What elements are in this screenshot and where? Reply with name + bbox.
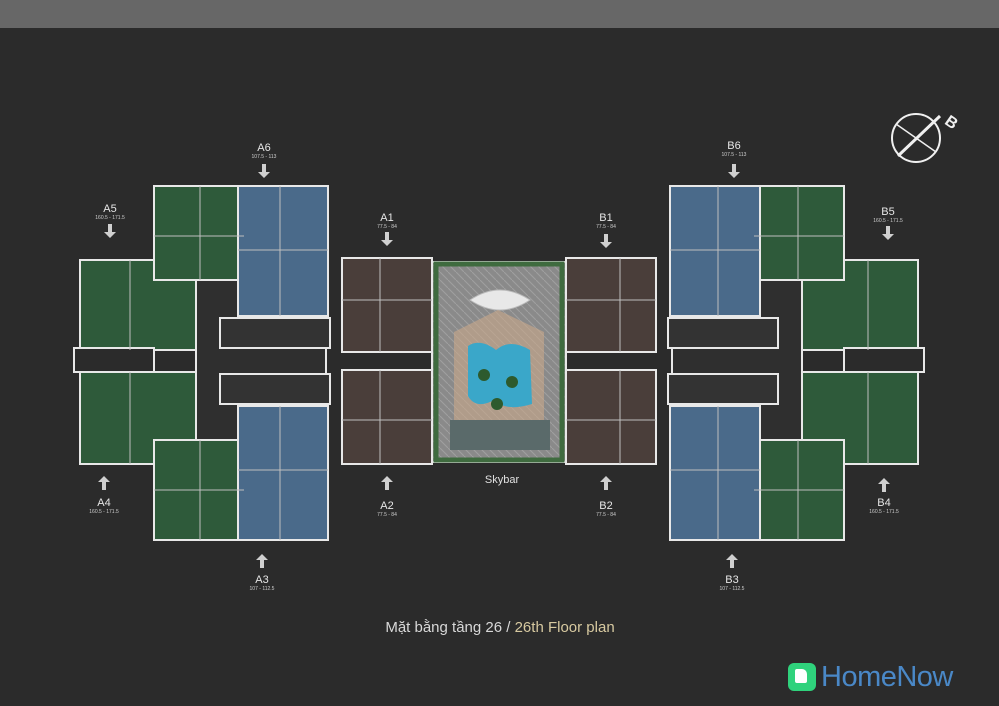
right-tower-walls — [670, 186, 869, 540]
center-walls — [342, 258, 656, 464]
unit-code: B1 — [599, 212, 613, 224]
unit-code: B6 — [727, 140, 741, 152]
top-bar — [0, 0, 999, 28]
unit-label-a3: A3 107 - 112.5 — [222, 574, 302, 592]
unit-code: A2 — [380, 500, 394, 512]
unit-label-b4: B4 160.5 - 171.5 — [844, 497, 924, 515]
brand-name: HomeNow — [821, 660, 953, 693]
unit-label-b1: B1 77.5 - 84 — [566, 212, 646, 230]
unit-code: B5 — [881, 206, 895, 218]
unit-area: 107 - 112.5 — [249, 586, 275, 592]
skybar-label: Skybar — [484, 474, 520, 486]
unit-code: A4 — [97, 497, 111, 509]
floor-plan-caption: Mặt bằng tầng 26 / 26th Floor plan — [300, 619, 700, 636]
brand-logo: HomeNow — [788, 660, 953, 694]
unit-area: 77.5 - 84 — [596, 512, 616, 518]
unit-label-a4: A4 160.5 - 171.5 — [64, 497, 144, 515]
unit-label-b2: B2 77.5 - 84 — [566, 500, 646, 518]
unit-label-b6: B6 107.5 - 113 — [694, 140, 774, 158]
unit-area: 77.5 - 84 — [377, 512, 397, 518]
unit-area: 77.5 - 84 — [377, 224, 397, 230]
right-tower — [667, 185, 925, 541]
unit-area: 160.5 - 171.5 — [873, 218, 903, 224]
unit-area: 77.5 - 84 — [596, 224, 616, 230]
unit-area: 107.5 - 113 — [251, 154, 277, 160]
compass-letter: B — [941, 113, 960, 134]
unit-area: 107.5 - 113 — [721, 152, 747, 158]
unit-code: A5 — [103, 203, 117, 215]
unit-area: 160.5 - 171.5 — [95, 215, 125, 221]
unit-label-a5: A5 160.5 - 171.5 — [70, 203, 150, 221]
unit-code: A6 — [257, 142, 271, 154]
skybar-courtyard — [433, 261, 565, 463]
unit-code: B4 — [877, 497, 891, 509]
unit-code: A1 — [380, 212, 394, 224]
unit-label-a2: A2 77.5 - 84 — [347, 500, 427, 518]
left-tower — [73, 185, 331, 541]
unit-arrows — [98, 164, 894, 568]
unit-code: B3 — [725, 574, 739, 586]
unit-code: B2 — [599, 500, 613, 512]
unit-label-b5: B5 160.5 - 171.5 — [848, 206, 928, 224]
left-tower-walls — [129, 186, 328, 540]
unit-area: 107 - 112.5 — [719, 586, 745, 592]
unit-label-b3: B3 107 - 112.5 — [692, 574, 772, 592]
unit-code: A3 — [255, 574, 269, 586]
homenow-logo-icon — [788, 663, 816, 691]
caption-en: 26th Floor plan — [514, 619, 615, 636]
unit-area: 160.5 - 171.5 — [869, 509, 899, 515]
caption-vi: Mặt bằng tầng 26 / — [385, 619, 515, 636]
unit-label-a6: A6 107.5 - 113 — [224, 142, 304, 160]
unit-label-a1: A1 77.5 - 84 — [347, 212, 427, 230]
unit-area: 160.5 - 171.5 — [89, 509, 119, 515]
compass-icon: B — [891, 113, 960, 163]
